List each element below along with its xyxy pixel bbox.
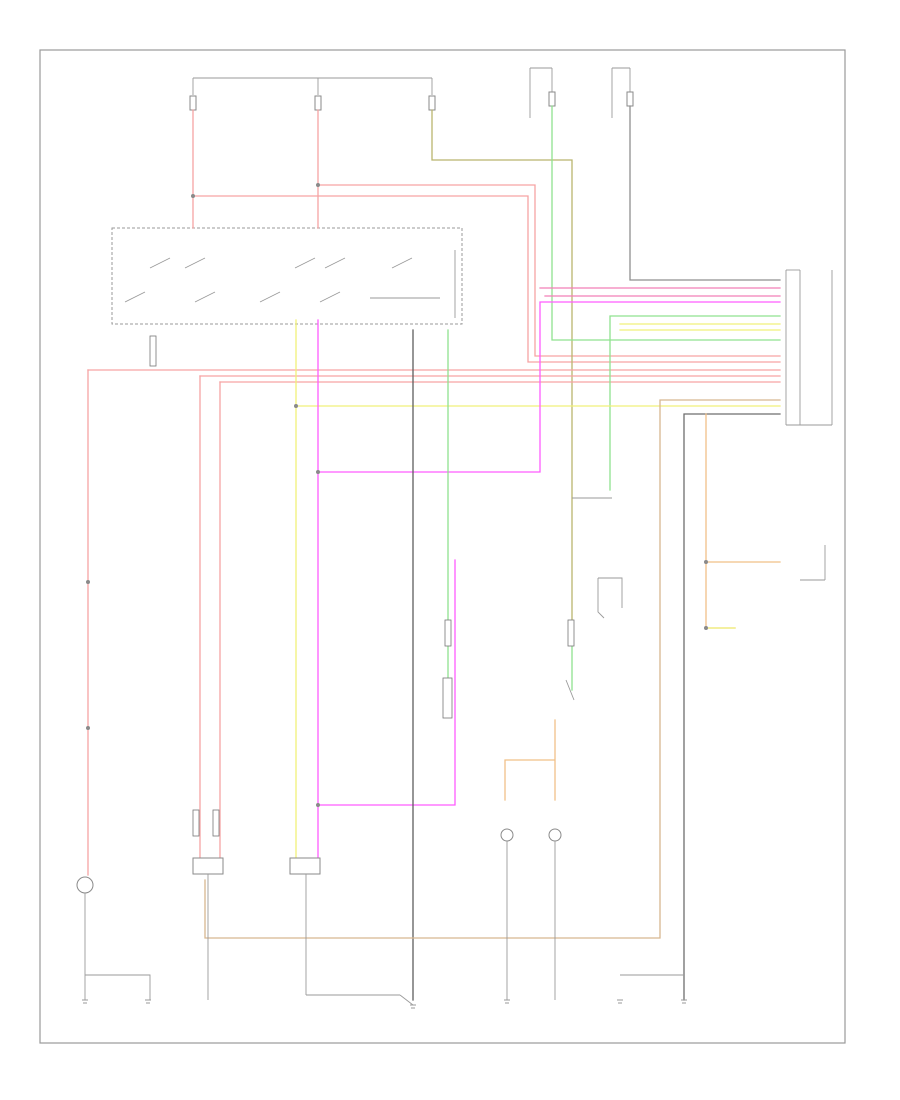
fuse-4: [548, 68, 556, 107]
wire-green-drl: [609, 315, 781, 491]
left-front-marker-lamp: [76, 876, 94, 1000]
wire-red-left-headlight: [199, 375, 221, 867]
wire-green-fuse4: [551, 105, 781, 341]
right-headlight: [289, 857, 414, 1006]
daytime-running-light-unit: [785, 269, 833, 426]
wire-red-fuse1: [192, 109, 781, 363]
right-front-marker-lamp: [548, 828, 562, 1000]
wire-yellow-drl: [619, 323, 781, 331]
ground-6: [681, 999, 687, 1004]
wire-olive-parking-brake: [504, 719, 556, 801]
ground-5: [617, 974, 684, 1004]
high-beam-indicator: [500, 828, 514, 1000]
wire-gray-fuse5: [629, 105, 781, 281]
wire-magenta: [317, 301, 781, 867]
hot-at-all-times-bus: [192, 77, 433, 95]
ground-4: [504, 999, 510, 1004]
ground-2: [145, 999, 151, 1004]
wire-brown-loop: [204, 399, 781, 939]
wire-orange-generator: [705, 413, 781, 629]
wire-gray-right-trunk: [683, 413, 781, 1001]
wire-olive-fuse3: [431, 109, 573, 629]
wire-red-fuse2: [317, 109, 781, 357]
wire-yellow-main: [295, 319, 781, 867]
combination-switch: [111, 227, 463, 325]
fuse-1: [189, 95, 197, 111]
parking-brake-switch: [597, 577, 623, 619]
fuse-2: [314, 95, 322, 111]
splice-nodes: [86, 183, 708, 807]
diagram-border: [39, 49, 846, 1044]
ground-3: [410, 1004, 416, 1009]
fuse-5: [626, 68, 634, 107]
ignition-bus: [529, 67, 630, 118]
connectors: [149, 335, 575, 837]
generator: [800, 545, 826, 581]
ground-1: [82, 974, 151, 1004]
fuse-3: [428, 95, 436, 111]
brake-fluid-level-switch: [565, 497, 612, 701]
left-headlight: [192, 857, 224, 1000]
